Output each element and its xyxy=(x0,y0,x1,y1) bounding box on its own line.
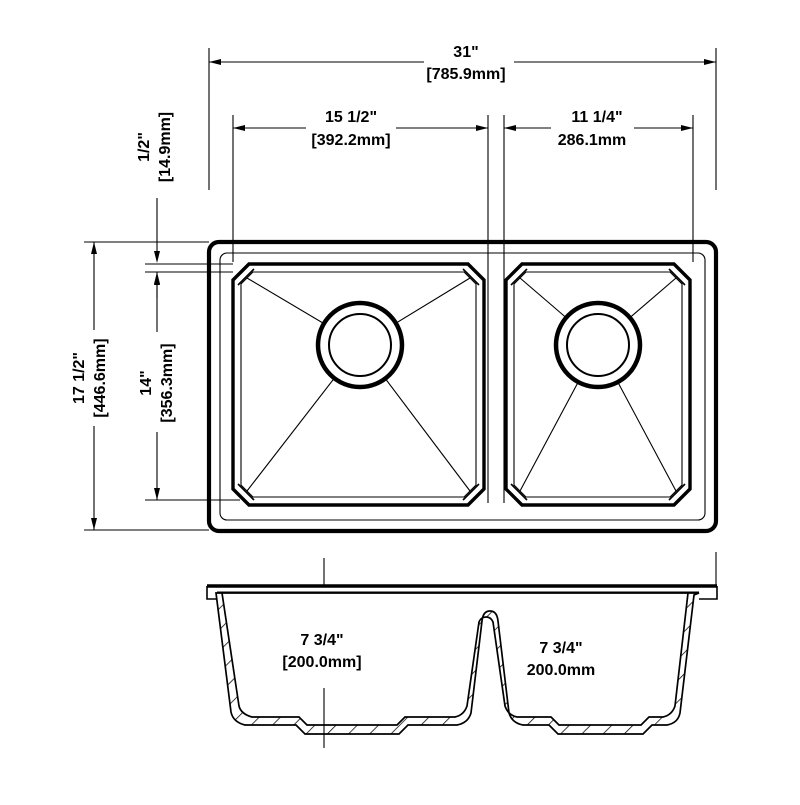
right-bowl-inner-edge xyxy=(513,271,683,498)
sink-outer-rim xyxy=(206,239,719,534)
dim-left-bowl-width-mm: [392.2mm] xyxy=(311,132,390,149)
arrowhead xyxy=(476,125,488,131)
arrowhead xyxy=(154,272,160,284)
arrowhead xyxy=(91,518,97,530)
dim-right-bowl-width: 11 1/4" 286.1mm xyxy=(503,109,694,503)
arrowhead xyxy=(681,125,693,131)
dim-left-bowl-depth-mm: [200.0mm] xyxy=(282,654,361,671)
left-bowl-outer-edge xyxy=(231,262,486,507)
dim-overall-front-back-mm: [446.6mm] xyxy=(92,338,109,417)
dim-overall-front-back: 17 1/2" [446.6mm] xyxy=(71,241,209,531)
dim-overall-width-inches: 31" xyxy=(453,44,478,61)
dim-rim-to-bowl-mm: [14.9mm] xyxy=(157,112,174,182)
left-bowl-inner-edge xyxy=(240,271,477,498)
dim-overall-width-mm: [785.9mm] xyxy=(426,66,505,83)
dim-bowl-front-back-inches: 14" xyxy=(138,370,155,395)
right-bowl-top-view xyxy=(504,262,692,507)
dim-left-bowl-depth-inches: 7 3/4" xyxy=(300,632,343,649)
right-bowl-corner-details xyxy=(510,268,686,501)
dim-overall-width-lines xyxy=(208,48,717,190)
section-projection-lines xyxy=(323,552,717,748)
arrowhead xyxy=(704,59,716,65)
arrowhead xyxy=(209,59,221,65)
dim-left-bowl-width-lines xyxy=(232,115,489,503)
dim-left-bowl-width: 15 1/2" [392.2mm] xyxy=(232,109,489,503)
top-view-drawing xyxy=(206,239,719,534)
section-rim-end-notches xyxy=(206,586,718,600)
dim-left-bowl-depth: 7 3/4" [200.0mm] xyxy=(282,632,361,671)
dim-left-bowl-width-inches: 15 1/2" xyxy=(325,109,377,126)
sink-inner-rim-line xyxy=(219,252,706,521)
section-wall-band xyxy=(215,592,700,735)
arrowhead xyxy=(154,251,160,263)
right-bowl-outer-edge xyxy=(504,262,692,507)
dim-right-bowl-depth-mm: 200.0mm xyxy=(527,662,596,679)
left-bowl-top-view xyxy=(231,262,486,507)
dim-right-bowl-depth: 7 3/4" 200.0mm xyxy=(527,640,596,679)
arrowhead xyxy=(91,242,97,254)
right-drain-inner-circle xyxy=(566,313,630,377)
dim-right-bowl-depth-inches: 7 3/4" xyxy=(539,640,582,657)
dim-right-bowl-width-inches: 11 1/4" xyxy=(571,109,622,126)
dim-overall-width: 31" [785.9mm] xyxy=(208,44,717,190)
dim-overall-front-back-inches: 17 1/2" xyxy=(71,352,88,404)
dim-rim-to-bowl-inches: 1/2" xyxy=(136,132,153,162)
section-view-drawing: 7 3/4" [200.0mm] 7 3/4" 200.0mm xyxy=(206,552,718,748)
dim-bowl-front-back: 14" [356.3mm] xyxy=(138,272,240,501)
arrowhead xyxy=(504,125,516,131)
dim-overall-front-back-lines xyxy=(84,241,209,531)
left-drain-inner-circle xyxy=(328,313,392,377)
dim-right-bowl-width-mm: 286.1mm xyxy=(558,132,627,149)
arrowhead xyxy=(233,125,245,131)
arrowhead xyxy=(154,488,160,500)
left-bowl-corner-details xyxy=(237,268,480,501)
dim-rim-to-bowl: 1/2" [14.9mm] xyxy=(136,112,233,298)
dim-bowl-front-back-mm: [356.3mm] xyxy=(159,343,176,422)
